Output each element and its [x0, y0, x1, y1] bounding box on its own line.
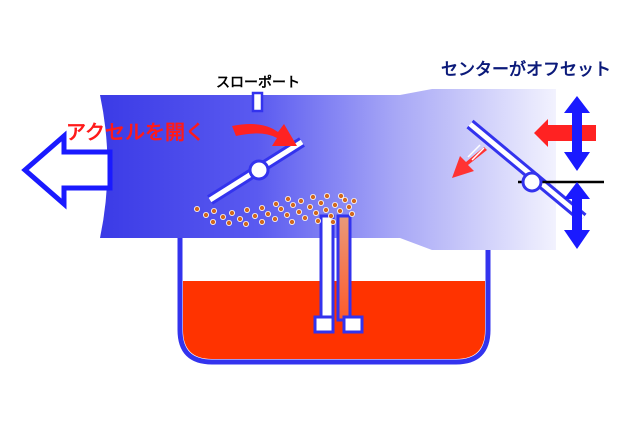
- fuel-droplet: [264, 210, 271, 217]
- fuel-droplet: [236, 215, 243, 222]
- throttle-valve: [207, 137, 305, 205]
- fuel-droplet: [243, 206, 250, 213]
- center-offset-label: センターがオフセット: [441, 60, 611, 80]
- fuel-droplet: [277, 205, 284, 212]
- fuel-droplet: [306, 203, 313, 210]
- fuel-droplet: [283, 211, 290, 218]
- fuel-droplet: [336, 207, 343, 214]
- fuel-droplet: [289, 201, 296, 208]
- fuel-droplet: [345, 203, 352, 210]
- jet-block-right: [342, 315, 364, 334]
- fuel-droplet: [202, 211, 209, 218]
- fuel-droplet: [327, 212, 334, 219]
- fuel-droplet: [272, 200, 279, 207]
- open-throttle-label: アクセルを開く: [66, 120, 205, 144]
- fuel-droplet: [348, 210, 355, 217]
- fuel-droplet: [209, 218, 216, 225]
- fuel-droplet: [337, 192, 344, 199]
- fuel-droplet: [251, 212, 258, 219]
- fuel-droplet: [219, 213, 226, 220]
- slow-port-label: スローポート: [216, 75, 300, 91]
- fuel-droplet: [225, 219, 232, 226]
- outline-left-arrow-icon: [21, 130, 113, 210]
- fuel-droplet: [297, 197, 304, 204]
- fuel-droplet: [309, 193, 316, 200]
- fuel-droplets: [193, 192, 357, 227]
- fuel-droplet: [271, 215, 278, 222]
- slow-port: [251, 91, 264, 113]
- fuel-droplet: [295, 208, 302, 215]
- throttle-shaft: [248, 159, 270, 181]
- fuel-droplet: [312, 209, 319, 216]
- fuel-droplet: [301, 214, 308, 221]
- intake-body: [96, 89, 556, 250]
- curved-arrow-icon: [232, 124, 297, 146]
- fuel-droplet: [210, 207, 217, 214]
- offset-shaft: [521, 171, 543, 193]
- fuel-droplet: [317, 199, 324, 206]
- fuel-droplet: [193, 205, 200, 212]
- fuel-droplet: [350, 197, 357, 204]
- up-down-arrow-icon: [564, 96, 590, 249]
- fuel-droplet: [314, 217, 321, 224]
- fuel-droplet: [322, 206, 329, 213]
- fuel-droplet: [284, 195, 291, 202]
- main-jet: [313, 214, 364, 334]
- fuel-droplet: [242, 220, 249, 227]
- jet-block-left: [313, 315, 335, 334]
- fuel-droplet: [288, 218, 295, 225]
- fuel-droplet: [329, 218, 336, 225]
- fuel-droplet: [341, 196, 348, 203]
- offset-valve: [466, 119, 604, 223]
- fuel-droplet: [331, 201, 338, 208]
- dashed-diagonal-arrow-icon: [452, 144, 487, 178]
- fuel-droplet: [258, 204, 265, 211]
- fuel-droplet: [323, 192, 330, 199]
- fuel-droplet: [258, 218, 265, 225]
- fuel-droplet: [228, 209, 235, 216]
